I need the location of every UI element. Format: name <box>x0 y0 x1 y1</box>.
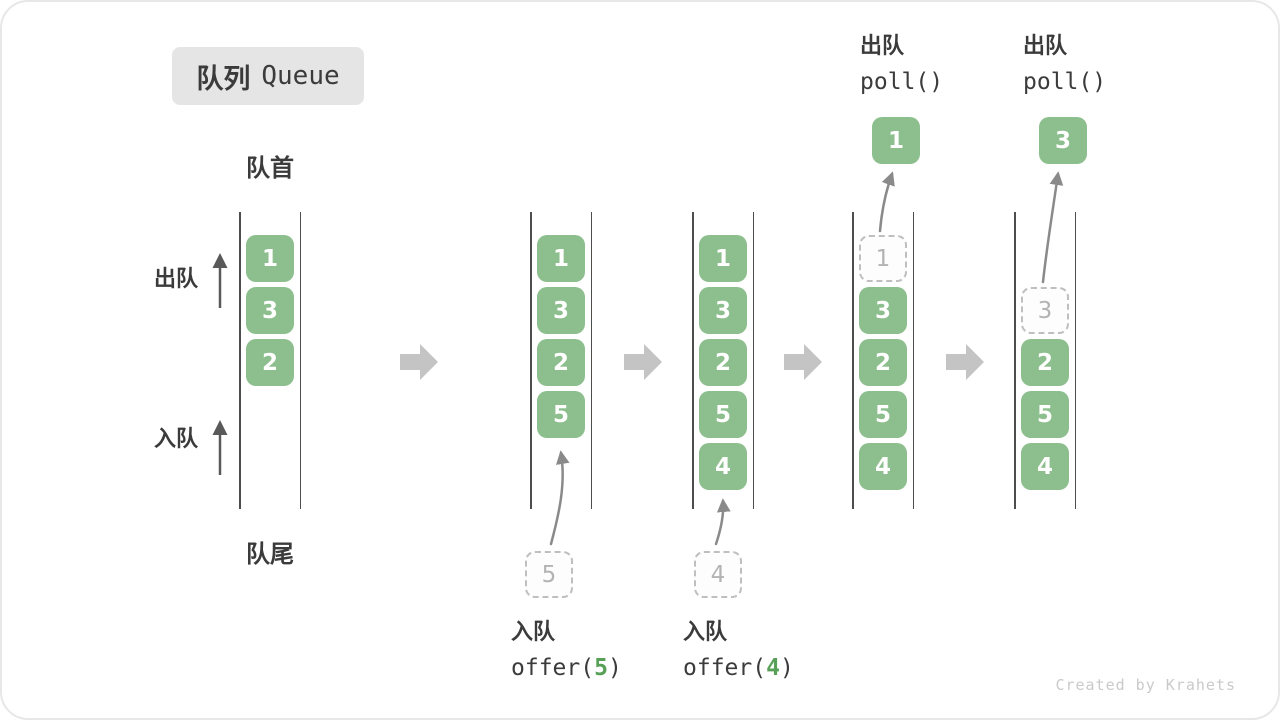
op-offer-4-fn: offer( <box>683 655 767 681</box>
queue-item: 3 <box>246 287 294 334</box>
op-offer-5-close: ) <box>607 655 622 681</box>
op-poll-2: 出队 poll() <box>1023 28 1106 100</box>
queue-wall-left <box>530 212 532 509</box>
queue-item: 1 <box>246 235 294 282</box>
op-offer-5-label: 入队 <box>511 619 556 644</box>
op-offer-4-label: 入队 <box>683 619 728 644</box>
queue-wall-left <box>692 212 694 509</box>
polled-item: 1 <box>872 117 920 164</box>
enqueue-side-label: 入队 <box>154 426 199 451</box>
queue-item-removed: 1 <box>859 235 907 282</box>
queue-wall-left <box>239 212 241 509</box>
queue-item-incoming: 4 <box>694 551 742 598</box>
op-poll-1-code: poll() <box>860 69 944 95</box>
op-poll-1-label: 出队 <box>860 33 905 58</box>
queue-item-removed: 3 <box>1021 287 1069 334</box>
op-offer-5-arg: 5 <box>594 655 608 681</box>
op-offer-5-code: offer(5) <box>511 650 622 686</box>
queue-wall-left <box>1014 212 1016 509</box>
queue-item: 5 <box>699 391 747 438</box>
queue-front-label: 队首 <box>246 155 294 182</box>
queue-wall-right <box>299 212 301 509</box>
queue-wall-right <box>1074 212 1076 509</box>
op-poll-2-code: poll() <box>1023 69 1107 95</box>
queue-item: 1 <box>699 235 747 282</box>
queue-item: 2 <box>246 339 294 386</box>
queue-item-incoming: 5 <box>525 551 573 598</box>
queue-rear-label: 队尾 <box>246 541 294 568</box>
op-offer-4: 入队 offer(4) <box>683 614 794 686</box>
queue-item: 3 <box>537 287 585 334</box>
op-poll-2-label: 出队 <box>1023 33 1068 58</box>
queue-item: 2 <box>537 339 585 386</box>
queue-item: 1 <box>537 235 585 282</box>
queue-wall-right <box>752 212 754 509</box>
queue-item: 5 <box>859 391 907 438</box>
title-zh: 队列 <box>196 63 251 94</box>
queue-item: 2 <box>1021 339 1069 386</box>
queue-wall-right <box>912 212 914 509</box>
queue-wall-left <box>852 212 854 509</box>
queue-item: 2 <box>699 339 747 386</box>
queue-wall-right <box>590 212 592 509</box>
op-offer-5: 入队 offer(5) <box>511 614 622 686</box>
title-en: Queue <box>261 61 340 91</box>
title-badge: 队列 Queue <box>172 47 364 105</box>
queue-item: 5 <box>537 391 585 438</box>
watermark: Created by Krahets <box>1055 676 1236 694</box>
op-offer-4-code: offer(4) <box>683 650 794 686</box>
op-poll-1: 出队 poll() <box>860 28 943 100</box>
queue-item: 3 <box>859 287 907 334</box>
queue-item: 4 <box>859 443 907 490</box>
polled-item: 3 <box>1039 117 1087 164</box>
queue-item: 4 <box>1021 443 1069 490</box>
dequeue-side-label: 出队 <box>154 266 199 291</box>
op-offer-5-fn: offer( <box>511 655 595 681</box>
op-offer-4-close: ) <box>779 655 794 681</box>
queue-item: 5 <box>1021 391 1069 438</box>
queue-item: 3 <box>699 287 747 334</box>
queue-item: 2 <box>859 339 907 386</box>
queue-item: 4 <box>699 443 747 490</box>
op-offer-4-arg: 4 <box>766 655 780 681</box>
